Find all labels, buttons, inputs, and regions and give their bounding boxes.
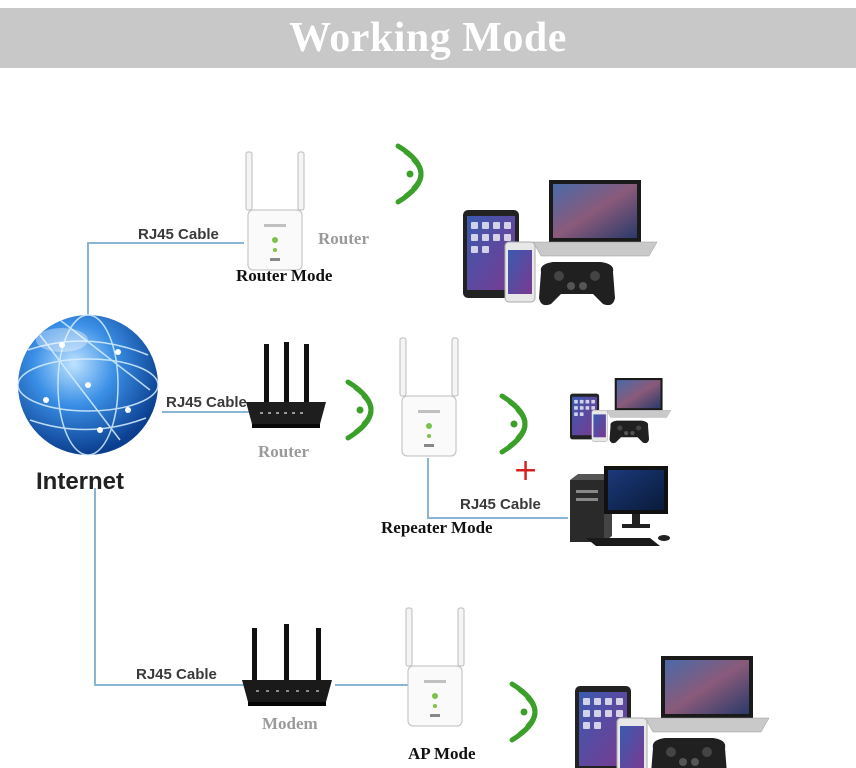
header-banner: Working Mode <box>0 8 856 68</box>
wifi-icon <box>502 396 525 452</box>
modem-label: Modem <box>262 714 318 733</box>
desktop-pc-icon <box>570 466 670 546</box>
globe-icon <box>17 314 159 456</box>
modem-icon <box>242 624 332 706</box>
cable-lines <box>87 242 568 686</box>
client-devices-group <box>462 179 658 306</box>
extender-icon <box>399 337 459 457</box>
wifi-icon <box>512 684 535 740</box>
rj45-cable-label: RJ45 Cable <box>138 226 219 243</box>
router-mode-label: Router Mode <box>236 266 333 285</box>
client-devices-group <box>569 377 672 444</box>
internet-label: Internet <box>36 468 125 495</box>
wifi-icon <box>398 146 421 202</box>
extender-icon <box>405 607 465 727</box>
wifi-icon <box>348 382 371 438</box>
rj45-cable-label: RJ45 Cable <box>166 394 247 411</box>
router-label: Router <box>258 442 309 461</box>
rj45-cable-label: RJ45 Cable <box>136 666 217 683</box>
extender-icon <box>245 151 305 271</box>
client-devices-group <box>574 655 770 768</box>
ap-mode-label: AP Mode <box>408 744 476 763</box>
repeater-mode-label: Repeater Mode <box>381 518 493 537</box>
router-label: Router <box>318 229 369 248</box>
router-icon <box>246 342 326 428</box>
page-title: Working Mode <box>289 15 567 61</box>
rj45-cable-label: RJ45 Cable <box>460 496 541 513</box>
plus-sign: + <box>513 453 539 488</box>
